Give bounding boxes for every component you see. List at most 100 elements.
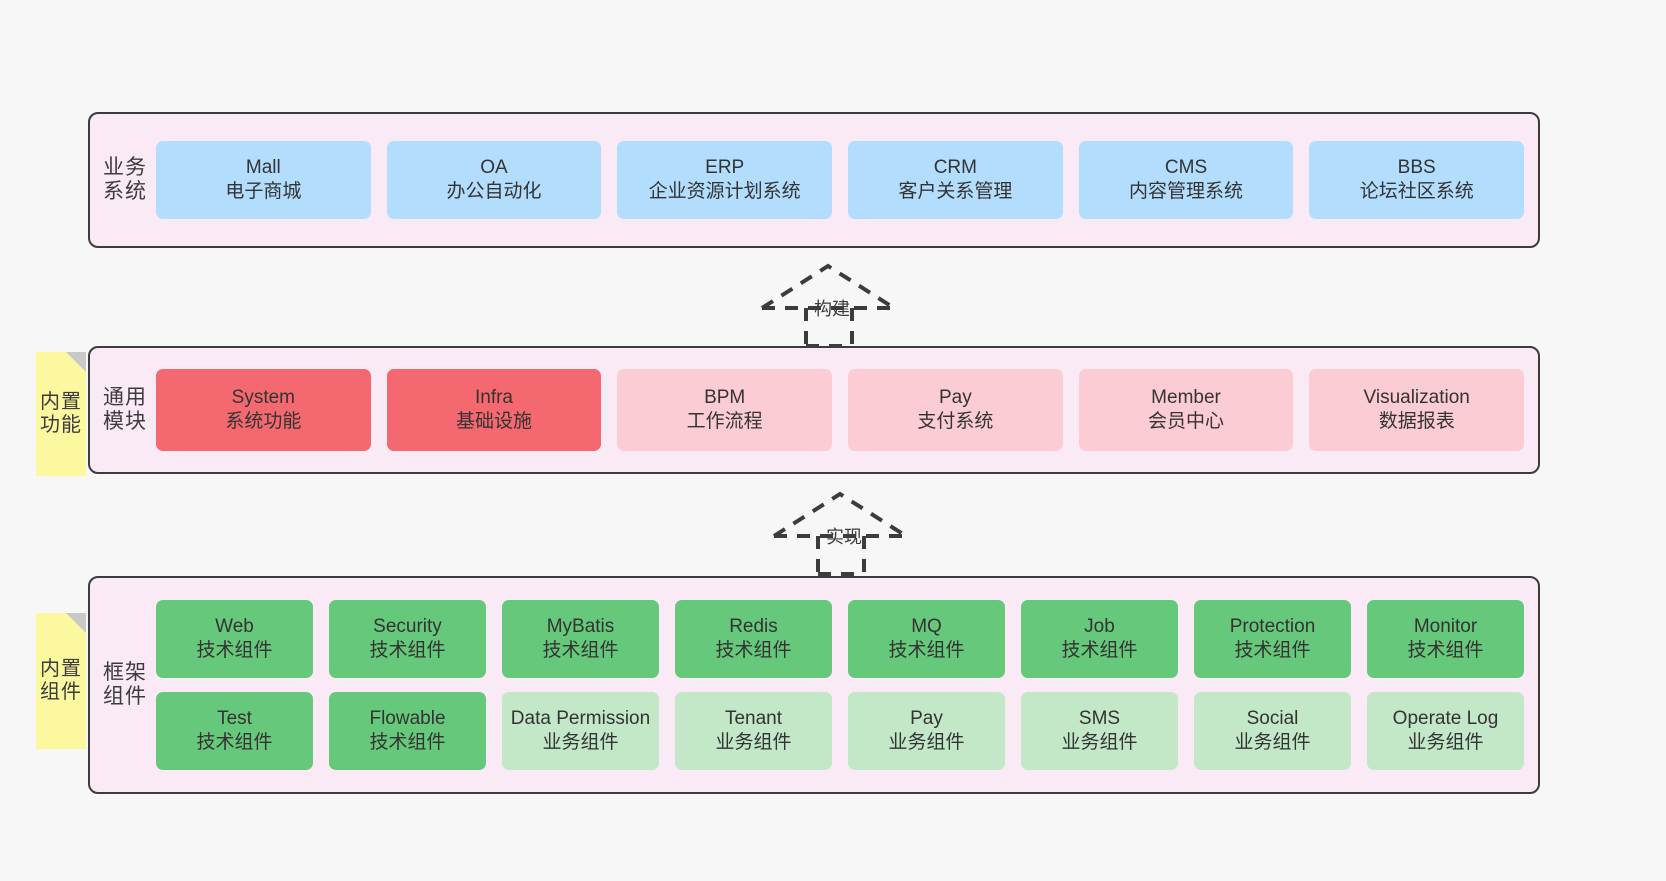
card-operate-log[interactable]: Operate Log 业务组件 [1367, 692, 1524, 770]
card-oa-en: OA [480, 157, 508, 179]
card-flowable[interactable]: Flowable 技术组件 [329, 692, 486, 770]
card-bpm[interactable]: BPM 工作流程 [617, 369, 833, 451]
card-data-permission[interactable]: Data Permission 业务组件 [502, 692, 659, 770]
layer-body-business-system: Mall 电子商城 OA 办公自动化 ERP 企业资源计划系统 CRM 客户关系… [148, 141, 1538, 219]
card-system[interactable]: System 系统功能 [156, 369, 371, 451]
card-security-en: Security [373, 616, 442, 638]
card-operate-log-en: Operate Log [1392, 708, 1499, 730]
card-cms[interactable]: CMS 内容管理系统 [1078, 141, 1294, 219]
layer-title-common-module: 通用模块 [103, 386, 147, 433]
card-pay-module[interactable]: Pay 支付系统 [848, 369, 1063, 451]
card-bbs-en: BBS [1397, 157, 1436, 179]
sticky-note-builtin-components-text: 内置组件 [40, 658, 82, 703]
card-tenant[interactable]: Tenant 业务组件 [675, 692, 832, 770]
card-erp[interactable]: ERP 企业资源计划系统 [617, 141, 833, 219]
card-crm-en: CRM [933, 157, 977, 179]
framework-row-business: Test 技术组件 Flowable 技术组件 Data Permission … [156, 692, 1524, 770]
card-tenant-cn: 业务组件 [715, 732, 792, 753]
arrow-implement-label: 实现 [826, 527, 862, 547]
card-sms-cn: 业务组件 [1061, 732, 1138, 753]
card-mq[interactable]: MQ 技术组件 [848, 600, 1005, 678]
card-mall[interactable]: Mall 电子商城 [156, 141, 371, 219]
card-data-permission-cn: 业务组件 [542, 732, 619, 753]
card-infra-cn: 基础设施 [456, 411, 533, 432]
sticky-note-builtin-components: 内置组件 [36, 613, 86, 749]
sticky-fold-icon [66, 352, 86, 372]
card-sms-en: SMS [1078, 708, 1121, 730]
card-redis[interactable]: Redis 技术组件 [675, 600, 832, 678]
layer-title-business-system: 业务系统 [103, 156, 147, 203]
layer-body-common-module: System 系统功能 Infra 基础设施 BPM 工作流程 Pay 支付系统… [148, 369, 1538, 451]
card-member-en: Member [1151, 387, 1221, 409]
sticky-note-builtin-features-text: 内置功能 [40, 391, 82, 436]
card-bpm-cn: 工作流程 [686, 411, 763, 432]
framework-row-technical: Web 技术组件 Security 技术组件 MyBatis 技术组件 Redi… [156, 600, 1524, 678]
sticky-fold-icon [66, 613, 86, 633]
card-monitor-cn: 技术组件 [1407, 640, 1484, 661]
card-monitor[interactable]: Monitor 技术组件 [1367, 600, 1524, 678]
layer-business-system: 业务系统 Mall 电子商城 OA 办公自动化 ERP 企业资源计划系统 CRM… [88, 112, 1540, 248]
card-test-en: Test [217, 708, 252, 730]
layer-title-framework-component: 框架组件 [103, 661, 147, 708]
card-flowable-cn: 技术组件 [369, 732, 446, 753]
card-mall-cn: 电子商城 [225, 181, 302, 202]
card-data-permission-en: Data Permission [510, 708, 651, 730]
card-mq-en: MQ [911, 616, 942, 638]
card-protection[interactable]: Protection 技术组件 [1194, 600, 1351, 678]
card-flowable-en: Flowable [369, 708, 446, 730]
card-cms-en: CMS [1164, 157, 1208, 179]
card-bbs[interactable]: BBS 论坛社区系统 [1309, 141, 1525, 219]
card-social-en: Social [1246, 708, 1299, 730]
card-pay-module-cn: 支付系统 [917, 411, 994, 432]
card-pay-component[interactable]: Pay 业务组件 [848, 692, 1005, 770]
card-test-cn: 技术组件 [196, 732, 273, 753]
card-job[interactable]: Job 技术组件 [1021, 600, 1178, 678]
card-oa-cn: 办公自动化 [446, 181, 542, 202]
card-pay-component-cn: 业务组件 [888, 732, 965, 753]
card-operate-log-cn: 业务组件 [1407, 732, 1484, 753]
card-sms[interactable]: SMS 业务组件 [1021, 692, 1178, 770]
sticky-note-builtin-features: 内置功能 [36, 352, 86, 476]
card-oa[interactable]: OA 办公自动化 [386, 141, 602, 219]
card-protection-en: Protection [1229, 616, 1316, 638]
card-redis-cn: 技术组件 [715, 640, 792, 661]
card-system-en: System [231, 387, 296, 409]
card-mybatis[interactable]: MyBatis 技术组件 [502, 600, 659, 678]
card-pay-module-en: Pay [938, 387, 972, 409]
card-erp-cn: 企业资源计划系统 [648, 181, 801, 202]
card-crm[interactable]: CRM 客户关系管理 [848, 141, 1063, 219]
card-redis-en: Redis [729, 616, 778, 638]
card-test[interactable]: Test 技术组件 [156, 692, 313, 770]
card-member[interactable]: Member 会员中心 [1078, 369, 1294, 451]
card-monitor-en: Monitor [1413, 616, 1478, 638]
card-erp-en: ERP [705, 157, 745, 179]
card-bpm-en: BPM [704, 387, 746, 409]
card-mybatis-cn: 技术组件 [542, 640, 619, 661]
card-infra[interactable]: Infra 基础设施 [386, 369, 602, 451]
card-job-cn: 技术组件 [1061, 640, 1138, 661]
card-cms-cn: 内容管理系统 [1129, 181, 1244, 202]
card-crm-cn: 客户关系管理 [898, 181, 1013, 202]
card-web[interactable]: Web 技术组件 [156, 600, 313, 678]
card-visualization-en: Visualization [1363, 387, 1470, 409]
arrow-implement-head [772, 491, 908, 538]
arrow-implement-shaft [816, 536, 866, 576]
card-tenant-en: Tenant [724, 708, 783, 730]
card-web-en: Web [215, 616, 254, 638]
arrow-build-label: 构建 [814, 299, 850, 319]
arrow-implement: 实现 [772, 490, 942, 576]
card-mq-cn: 技术组件 [888, 640, 965, 661]
layer-framework-component: 框架组件 Web 技术组件 Security 技术组件 MyBatis 技术组件… [88, 576, 1540, 794]
card-protection-cn: 技术组件 [1234, 640, 1311, 661]
card-social[interactable]: Social 业务组件 [1194, 692, 1351, 770]
card-visualization-cn: 数据报表 [1378, 411, 1455, 432]
card-mybatis-en: MyBatis [546, 616, 615, 638]
card-visualization[interactable]: Visualization 数据报表 [1309, 369, 1525, 451]
card-system-cn: 系统功能 [225, 411, 302, 432]
card-security-cn: 技术组件 [369, 640, 446, 661]
card-web-cn: 技术组件 [196, 640, 273, 661]
card-security[interactable]: Security 技术组件 [329, 600, 486, 678]
card-job-en: Job [1084, 616, 1115, 638]
layer-common-module: 通用模块 System 系统功能 Infra 基础设施 BPM 工作流程 Pay… [88, 346, 1540, 474]
